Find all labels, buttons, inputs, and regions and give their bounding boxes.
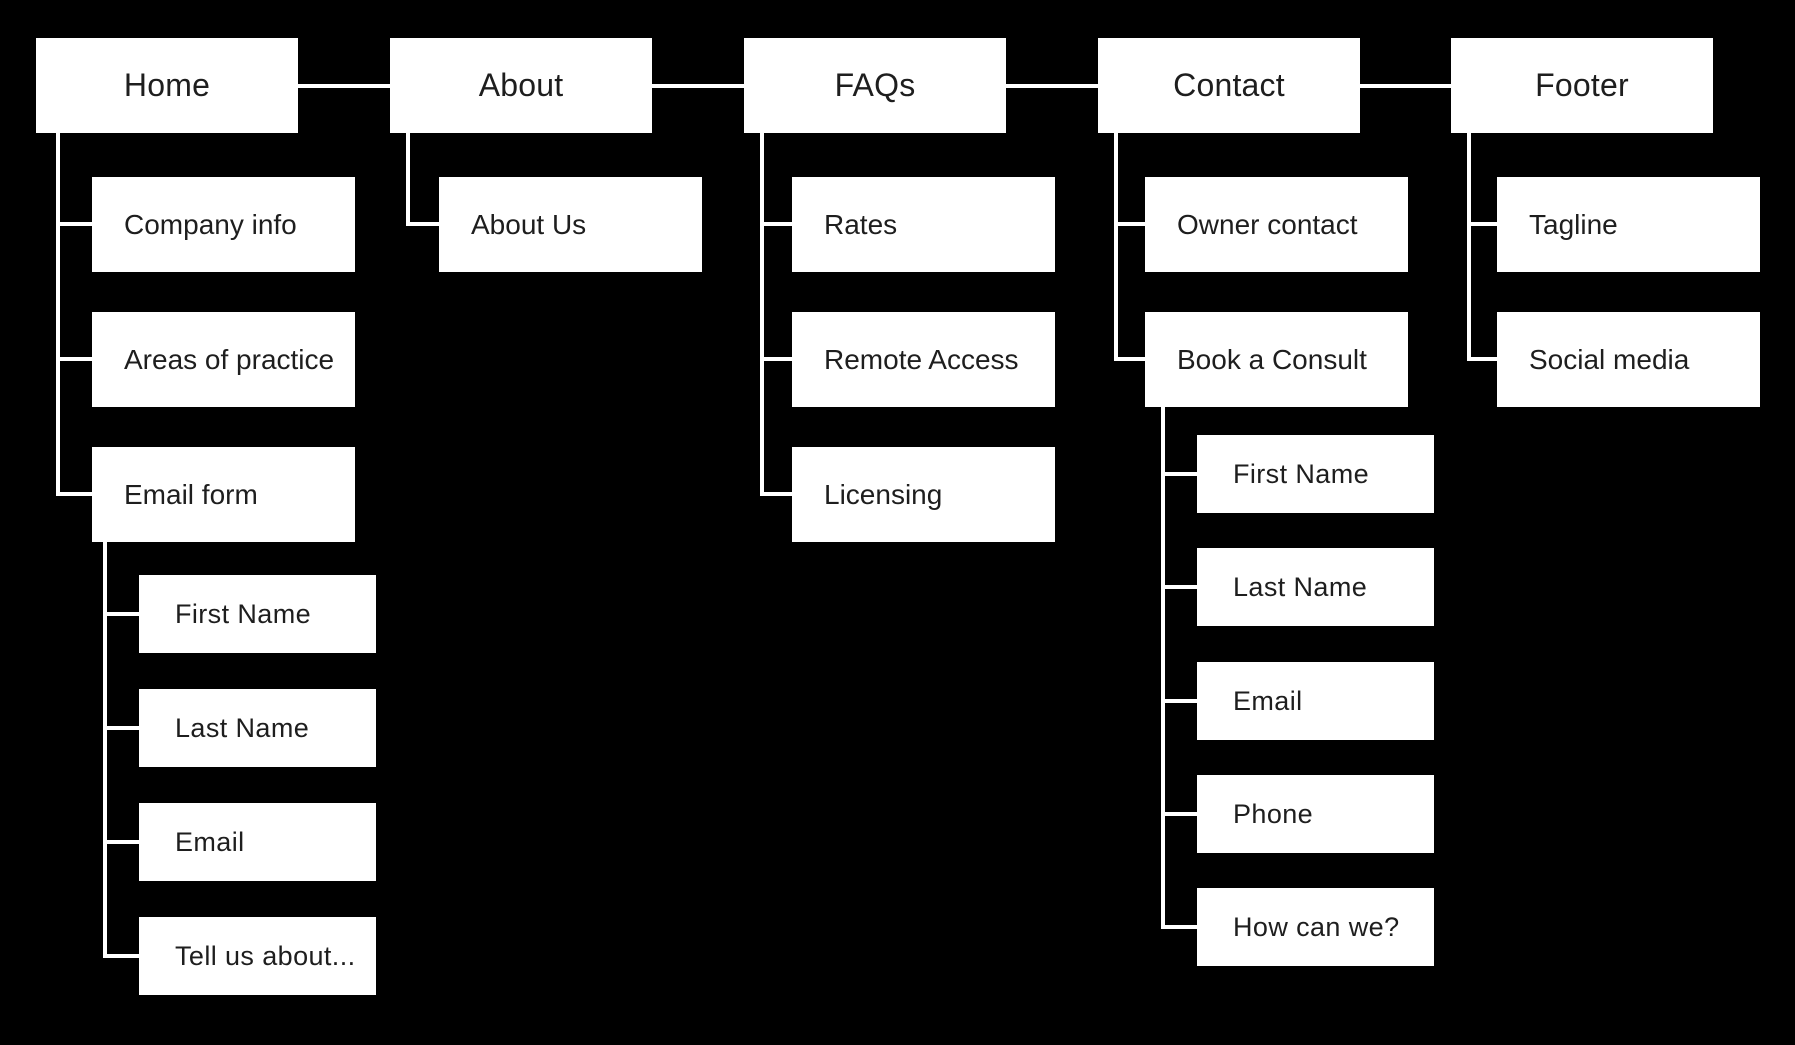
node-consult-phone[interactable]: Phone: [1197, 775, 1434, 853]
node-rates[interactable]: Rates: [792, 177, 1055, 272]
node-consult-email[interactable]: Email: [1197, 662, 1434, 740]
node-book-a-consult-label: Book a Consult: [1177, 343, 1367, 375]
connector-book-trunk: [1161, 407, 1165, 929]
node-form-email[interactable]: Email: [139, 803, 376, 881]
connector-about-faqs: [652, 84, 744, 88]
connector-contact-footer: [1360, 84, 1451, 88]
node-about-us-label: About Us: [471, 208, 587, 240]
node-areas-of-practice[interactable]: Areas of practice: [92, 312, 355, 407]
node-form-last-name[interactable]: Last Name: [139, 689, 376, 767]
connector-email-form-tell-us: [103, 954, 139, 958]
node-consult-first-name-label: First Name: [1233, 458, 1370, 489]
connector-book-first-name: [1161, 472, 1197, 476]
connector-home-company-info: [56, 222, 92, 226]
node-company-info[interactable]: Company info: [92, 177, 355, 272]
node-about-label: About: [478, 67, 564, 103]
connector-book-last-name: [1161, 585, 1197, 589]
node-home-label: Home: [123, 67, 211, 103]
node-rates-label: Rates: [824, 208, 898, 240]
connector-email-form-email: [103, 840, 139, 844]
node-company-info-label: Company info: [124, 208, 297, 240]
connector-home-about: [298, 84, 390, 88]
connector-faqs-remote-access: [760, 357, 792, 361]
connector-contact-trunk: [1114, 133, 1118, 361]
connector-email-form-last-name: [103, 726, 139, 730]
node-email-form[interactable]: Email form: [92, 447, 355, 542]
connector-contact-owner: [1114, 222, 1145, 226]
node-licensing[interactable]: Licensing: [792, 447, 1055, 542]
node-tagline[interactable]: Tagline: [1497, 177, 1760, 272]
connector-book-email: [1161, 699, 1197, 703]
node-owner-contact-label: Owner contact: [1177, 208, 1358, 240]
connector-footer-trunk: [1467, 133, 1471, 361]
node-consult-email-label: Email: [1233, 685, 1303, 716]
connector-faqs-rates: [760, 222, 792, 226]
node-form-first-name-label: First Name: [175, 598, 312, 629]
node-home[interactable]: Home: [36, 38, 298, 133]
connector-home-areas: [56, 357, 92, 361]
node-contact-label: Contact: [1173, 67, 1285, 103]
node-footer[interactable]: Footer: [1451, 38, 1713, 133]
connector-contact-book: [1114, 357, 1145, 361]
node-remote-access-label: Remote Access: [824, 343, 1019, 375]
node-consult-last-name-label: Last Name: [1233, 571, 1368, 602]
node-form-email-label: Email: [175, 826, 245, 857]
node-contact[interactable]: Contact: [1098, 38, 1360, 133]
connector-faqs-licensing: [760, 492, 792, 496]
node-form-tell-us-about[interactable]: Tell us about...: [139, 917, 376, 995]
connector-book-how-can-we: [1161, 925, 1197, 929]
node-footer-label: Footer: [1535, 67, 1629, 103]
connector-about-trunk: [406, 133, 410, 226]
node-remote-access[interactable]: Remote Access: [792, 312, 1055, 407]
connector-footer-social: [1467, 357, 1497, 361]
node-owner-contact[interactable]: Owner contact: [1145, 177, 1408, 272]
node-areas-of-practice-label: Areas of practice: [124, 343, 335, 375]
node-form-tell-us-about-label: Tell us about...: [175, 940, 356, 971]
node-licensing-label: Licensing: [824, 478, 943, 510]
connector-email-form-trunk: [103, 542, 107, 958]
connector-book-phone: [1161, 812, 1197, 816]
node-about-us[interactable]: About Us: [439, 177, 702, 272]
node-consult-first-name[interactable]: First Name: [1197, 435, 1434, 513]
connector-home-email-form: [56, 492, 92, 496]
node-consult-last-name[interactable]: Last Name: [1197, 548, 1434, 626]
connector-home-trunk: [56, 133, 60, 496]
connector-email-form-first-name: [103, 612, 139, 616]
connector-faqs-trunk: [760, 133, 764, 496]
node-book-a-consult[interactable]: Book a Consult: [1145, 312, 1408, 407]
connector-about-about-us: [406, 222, 439, 226]
connector-faqs-contact: [1006, 84, 1098, 88]
node-email-form-label: Email form: [124, 478, 258, 510]
node-consult-how-can-we-label: How can we?: [1233, 911, 1400, 942]
node-about[interactable]: About: [390, 38, 652, 133]
node-social-media[interactable]: Social media: [1497, 312, 1760, 407]
node-tagline-label: Tagline: [1529, 208, 1618, 240]
node-consult-phone-label: Phone: [1233, 798, 1314, 829]
node-social-media-label: Social media: [1529, 343, 1690, 375]
node-faqs[interactable]: FAQs: [744, 38, 1006, 133]
node-form-last-name-label: Last Name: [175, 712, 310, 743]
node-faqs-label: FAQs: [834, 67, 916, 103]
connector-footer-tagline: [1467, 222, 1497, 226]
node-consult-how-can-we[interactable]: How can we?: [1197, 888, 1434, 966]
node-form-first-name[interactable]: First Name: [139, 575, 376, 653]
